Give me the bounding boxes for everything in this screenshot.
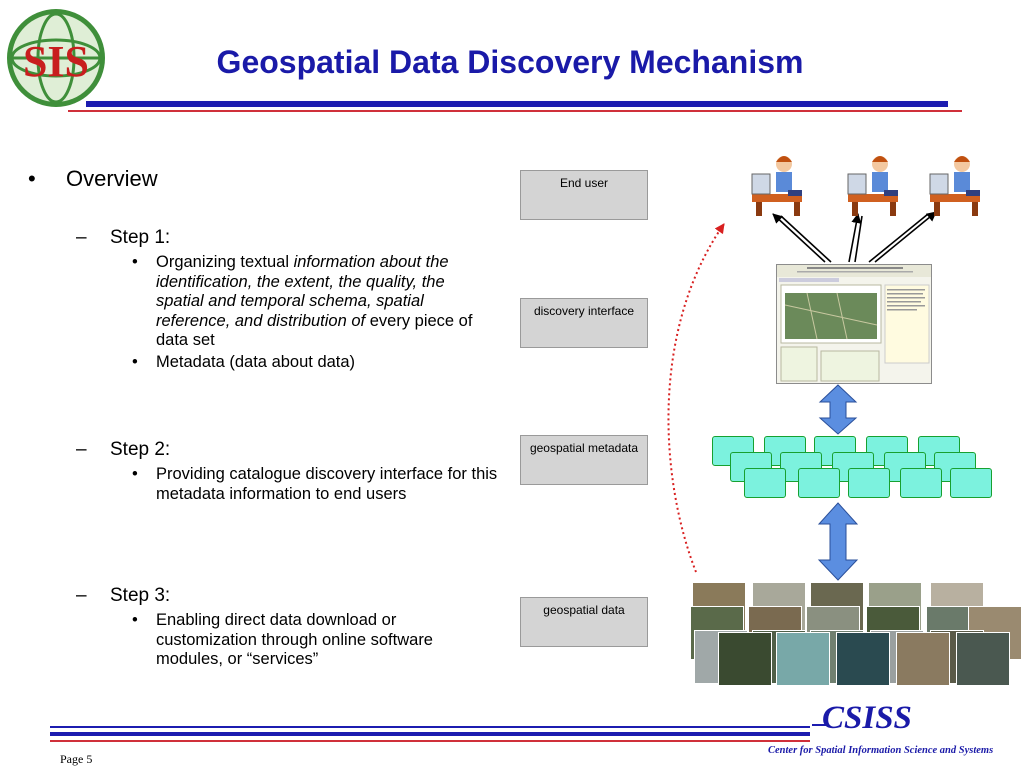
step3-bullet1-text: Enabling direct data download or customi…: [156, 611, 433, 668]
bullet-dot: •: [132, 353, 138, 371]
stage-end-user: End user: [520, 170, 648, 220]
double-arrow-interface-metadata: [818, 384, 858, 435]
user-at-computer-icon: [847, 156, 898, 216]
double-arrow-metadata-data: [817, 502, 859, 581]
footer-rule-red: [50, 740, 810, 742]
arrow-up-mid-b: [854, 215, 863, 263]
step2-bullet1-text: Providing catalogue discovery interface …: [156, 465, 498, 503]
sis-logo: SIS: [4, 6, 108, 110]
footer-rule-blue-thick: [50, 732, 810, 736]
org-full-name: Center for Spatial Information Science a…: [768, 745, 994, 756]
arrow-up-mid-a: [848, 213, 862, 263]
stage-discovery-interface: discovery interface: [520, 298, 648, 348]
title-rule-blue: [86, 101, 948, 107]
user-arrows: [772, 211, 937, 263]
metadata-scroll-icon: [900, 468, 942, 498]
step2-bullet1: • Providing catalogue discovery interfac…: [132, 465, 504, 504]
arrow-up-right-a: [874, 211, 937, 263]
stage-geospatial-metadata: geospatial metadata: [520, 435, 648, 485]
dash-mark: –: [76, 439, 87, 460]
satellite-image-tile: [718, 632, 772, 686]
step2-label: Step 2:: [110, 439, 171, 460]
page-number: Page 5: [60, 752, 93, 766]
discovery-interface-screenshot: [776, 264, 932, 384]
step1-bullet1-italic: information about the identification, th…: [156, 253, 449, 330]
metadata-scroll-icon: [950, 468, 992, 498]
step1-label: Step 1:: [110, 227, 171, 248]
satellite-image-tile: [776, 632, 830, 686]
logo-text: SIS: [23, 37, 89, 86]
satellite-image-tile: [896, 632, 950, 686]
bullet-dot: •: [132, 465, 138, 483]
org-abbr: CSISS: [822, 700, 912, 736]
metadata-scroll-icon: [744, 468, 786, 498]
overview-label: Overview: [66, 166, 158, 191]
step3-bullet1: • Enabling direct data download or custo…: [132, 611, 504, 670]
title-rule-red: [68, 110, 962, 112]
satellite-image-tile: [836, 632, 890, 686]
step1-bullet1-pre: Organizing textual: [156, 253, 294, 271]
metadata-scroll-icon: [848, 468, 890, 498]
arrow-up-right-b: [868, 213, 929, 263]
user-at-computer-icon: [751, 156, 802, 216]
step1-bullet1-post: every piece of data set: [156, 311, 473, 350]
user-at-computer-icon: [929, 156, 980, 216]
dash-mark: –: [76, 227, 87, 248]
stage-geospatial-data: geospatial data: [520, 597, 648, 647]
bullet-dot: •: [132, 611, 138, 629]
footer-rule-blue-thin: [50, 726, 810, 728]
arrow-up-left-a: [772, 213, 826, 263]
step3-label: Step 3:: [110, 585, 171, 606]
step1-bullet1: • Organizing textual information about t…: [132, 253, 504, 351]
bullet-dot: •: [132, 253, 138, 271]
step1-bullet2-text: Metadata (data about data): [156, 353, 356, 371]
bullet-dot: •: [28, 166, 36, 191]
metadata-scroll-icon: [798, 468, 840, 498]
page-title: Geospatial Data Discovery Mechanism: [216, 44, 804, 80]
arrow-up-left-b: [780, 215, 832, 263]
footer-dash: [812, 724, 826, 726]
satellite-image-tile: [956, 632, 1010, 686]
dash-mark: –: [76, 585, 87, 606]
step1-bullet2: • Metadata (data about data): [132, 353, 504, 373]
data-to-user-dotted-arrow: [667, 223, 725, 573]
